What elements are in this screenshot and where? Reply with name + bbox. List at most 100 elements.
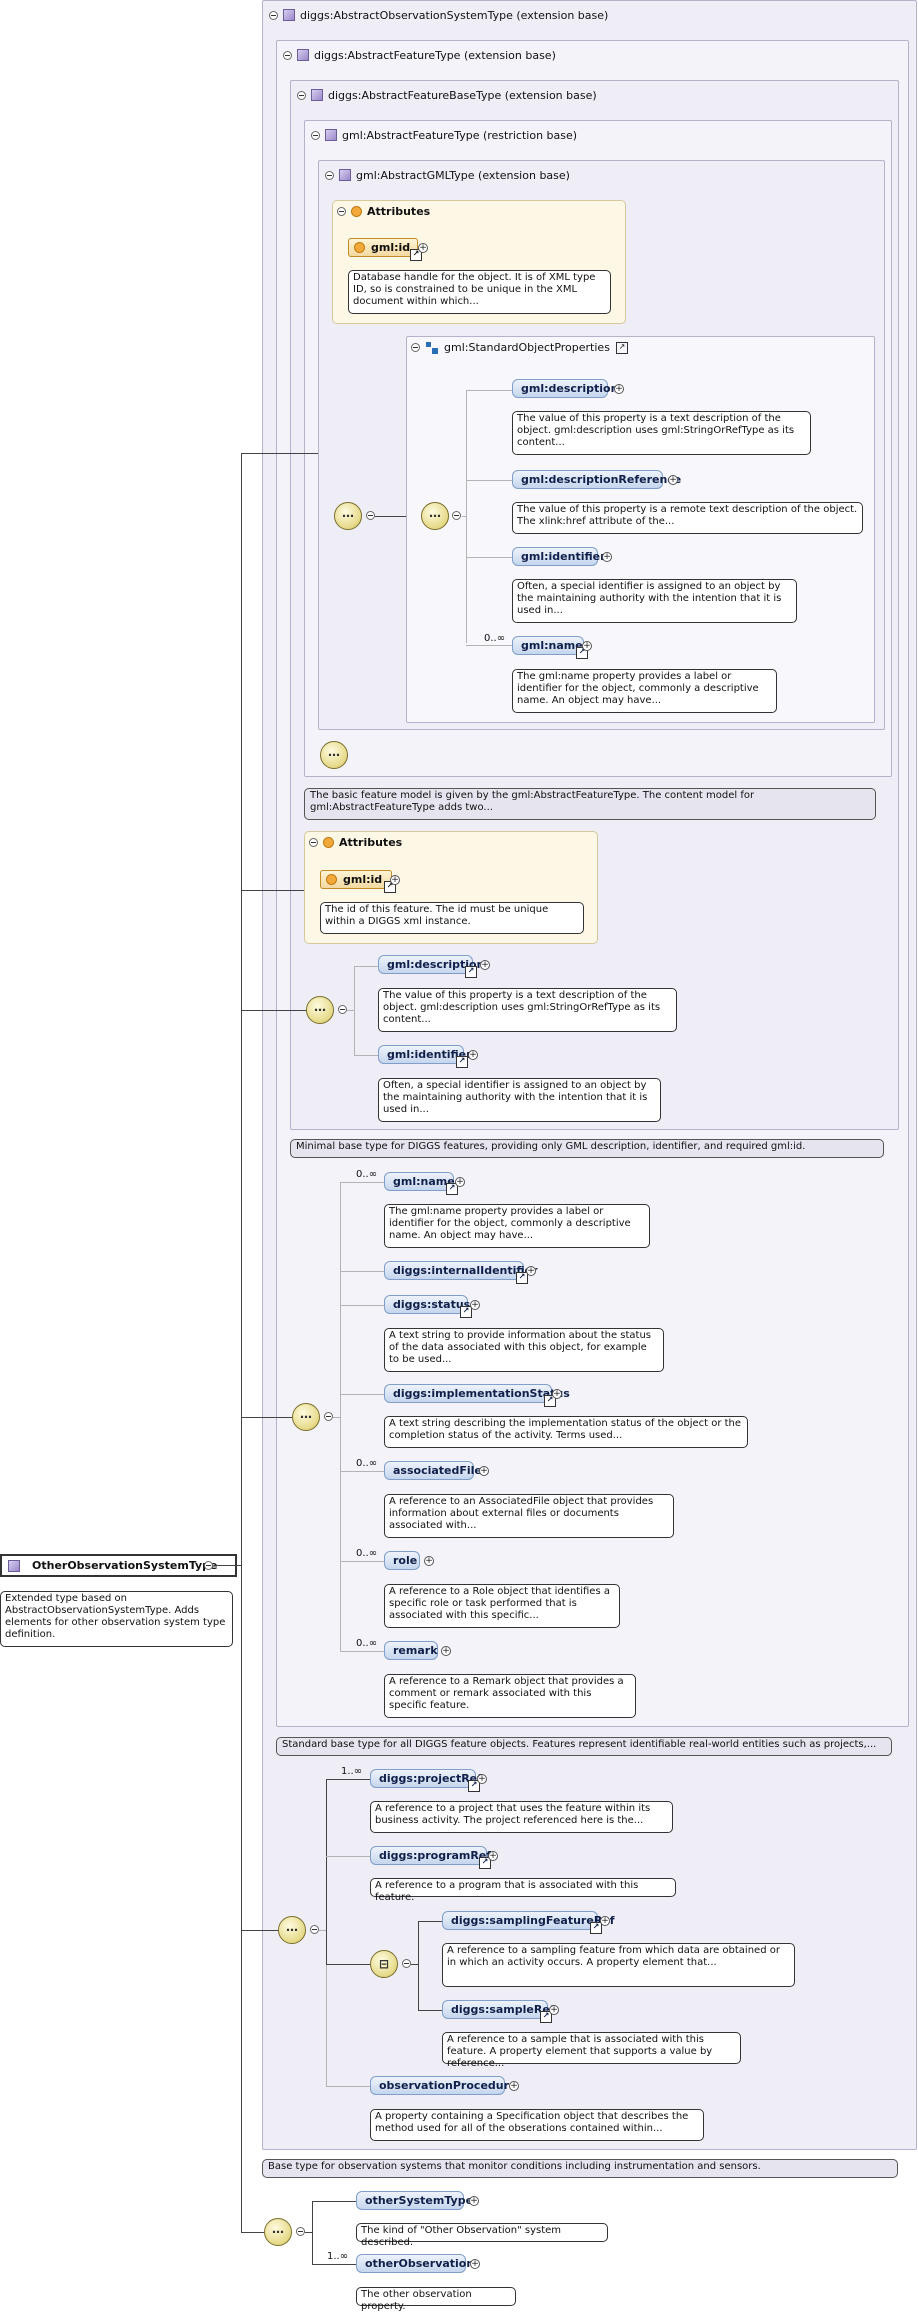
expand-plus-icon[interactable]: + [602, 552, 612, 562]
element-observation-procedure[interactable]: observationProcedure [370, 2076, 517, 2095]
group-title: diggs:AbstractFeatureBaseType (extension… [328, 88, 597, 102]
group-title: diggs:AbstractFeatureType (extension bas… [314, 48, 556, 62]
element-label: diggs:programRef [379, 1849, 492, 1862]
connector [466, 480, 512, 481]
element-doc: The value of this property is a text des… [378, 988, 677, 1032]
element-label: gml:identifier [387, 1048, 472, 1061]
expand-plus-icon[interactable]: + [668, 475, 678, 485]
connector [340, 1394, 384, 1395]
expand-plus-icon[interactable]: + [455, 1177, 465, 1187]
expand-plus-icon[interactable]: + [418, 243, 428, 253]
reference-icon: ↗ [446, 1183, 458, 1195]
group-title: gml:StandardObjectProperties [444, 341, 610, 354]
group-title: gml:AbstractFeatureType (restriction bas… [342, 128, 578, 142]
complex-type-icon [283, 9, 295, 21]
sequence-compositor-icon: ⋯ [306, 996, 334, 1024]
collapse-toggle[interactable] [311, 130, 320, 140]
expand-plus-icon[interactable]: + [600, 1916, 610, 1926]
element-diggs-project-ref[interactable]: diggs:projectRef↗ [370, 1769, 482, 1792]
attributes-label: Attributes [367, 205, 431, 218]
expand-plus-icon[interactable]: + [509, 2081, 519, 2091]
expand-plus-icon[interactable]: + [549, 2005, 559, 2015]
connector [241, 890, 304, 891]
element-doc: A reference to a sampling feature from w… [442, 1943, 795, 1987]
collapse-toggle[interactable] [411, 343, 420, 352]
complex-type-icon [325, 129, 337, 141]
occurrence-label: 0..∞ [356, 1638, 378, 1649]
element-gml-name[interactable]: gml:name↗ [384, 1172, 458, 1195]
element-diggs-implementation-status[interactable]: diggs:implementationStatus↗ [384, 1384, 570, 1407]
expand-plus-icon[interactable]: + [479, 1466, 489, 1476]
element-label: gml:name [521, 639, 583, 652]
collapse-toggle[interactable] [296, 2227, 305, 2236]
connector [340, 1561, 384, 1562]
collapse-toggle[interactable] [402, 1959, 411, 1968]
collapse-toggle[interactable] [297, 90, 306, 100]
element-diggs-sample-ref[interactable]: diggs:sampleRef↗ [442, 2000, 555, 2023]
element-diggs-program-ref[interactable]: diggs:programRef↗ [370, 1846, 491, 1869]
element-gml-description-reference[interactable]: gml:descriptionReference [512, 470, 681, 489]
element-label: observationProcedure [379, 2079, 517, 2092]
connector [418, 2010, 442, 2011]
type-doc: Standard base type for all DIGGS feature… [276, 1737, 892, 1756]
expand-plus-icon[interactable]: + [470, 2259, 480, 2269]
connector [340, 1271, 384, 1272]
expand-plus-icon[interactable]: + [552, 1389, 562, 1399]
expand-plus-icon[interactable]: + [441, 1646, 451, 1656]
collapse-toggle[interactable] [325, 170, 334, 180]
occurrence-label: 1..∞ [327, 2251, 349, 2262]
complex-type-icon [339, 169, 351, 181]
expand-plus-icon[interactable]: + [424, 1556, 434, 1566]
element-remark[interactable]: remark [384, 1641, 438, 1660]
collapse-toggle[interactable] [366, 511, 375, 520]
element-diggs-sampling-feature-ref[interactable]: diggs:samplingFeatureRef↗ [442, 1911, 615, 1934]
collapse-toggle[interactable] [269, 10, 278, 20]
connector [326, 2086, 370, 2087]
connector [466, 390, 512, 391]
root-doc: Extended type based on AbstractObservati… [0, 1591, 233, 1647]
expand-plus-icon[interactable]: + [390, 875, 400, 885]
element-label: gml:name [393, 1175, 455, 1188]
element-gml-description[interactable]: gml:description↗ [378, 955, 484, 978]
element-associated-file[interactable]: associatedFile [384, 1461, 482, 1480]
element-label: remark [393, 1644, 438, 1657]
connector [411, 1964, 419, 1965]
collapse-toggle[interactable] [310, 1925, 319, 1934]
collapse-toggle[interactable] [337, 207, 346, 216]
element-doc: The gml:name property provides a label o… [512, 669, 777, 713]
collapse-toggle[interactable] [452, 511, 461, 520]
reference-icon: ↗ [590, 1922, 602, 1934]
attribute-doc: Database handle for the object. It is of… [348, 270, 611, 314]
element-diggs-internal-identifier[interactable]: diggs:internalIdentifier↗ [384, 1261, 537, 1284]
collapse-toggle[interactable] [338, 1005, 347, 1014]
collapse-toggle[interactable] [324, 1412, 333, 1421]
collapse-toggle[interactable] [309, 838, 318, 847]
attribute-gml-id[interactable]: gml:id↗ [320, 870, 396, 893]
element-other-observation[interactable]: otherObservation [356, 2254, 474, 2273]
element-label: diggs:internalIdentifier [393, 1264, 538, 1277]
expand-plus-icon[interactable]: + [526, 1266, 536, 1276]
expand-plus-icon[interactable]: + [469, 2196, 479, 2206]
collapse-toggle[interactable] [283, 50, 292, 60]
element-gml-description[interactable]: gml:description [512, 379, 618, 398]
element-gml-name[interactable]: gml:name↗ [512, 636, 588, 659]
attribute-label: gml:id [343, 873, 383, 886]
occurrence-label: 0..∞ [356, 1548, 378, 1559]
expand-plus-icon[interactable]: + [470, 1300, 480, 1310]
element-diggs-status[interactable]: diggs:status↗ [384, 1295, 472, 1318]
element-role[interactable]: role [384, 1551, 420, 1570]
root-type-box[interactable]: OtherObservationSystemType [0, 1554, 237, 1577]
expand-plus-icon[interactable]: + [477, 1774, 487, 1784]
collapse-toggle[interactable] [204, 1561, 213, 1570]
expand-plus-icon[interactable]: + [582, 641, 592, 651]
expand-plus-icon[interactable]: + [480, 960, 490, 970]
element-gml-identifier[interactable]: gml:identifier [512, 547, 606, 566]
expand-plus-icon[interactable]: + [488, 1851, 498, 1861]
element-gml-identifier[interactable]: gml:identifier↗ [378, 1045, 472, 1068]
element-other-system-type[interactable]: otherSystemType [356, 2191, 473, 2210]
attribute-doc: The id of this feature. The id must be u… [320, 902, 584, 934]
expand-plus-icon[interactable]: + [614, 384, 624, 394]
element-label: diggs:samplingFeatureRef [451, 1914, 615, 1927]
attribute-gml-id[interactable]: gml:id↗ [348, 238, 422, 261]
expand-plus-icon[interactable]: + [468, 1050, 478, 1060]
